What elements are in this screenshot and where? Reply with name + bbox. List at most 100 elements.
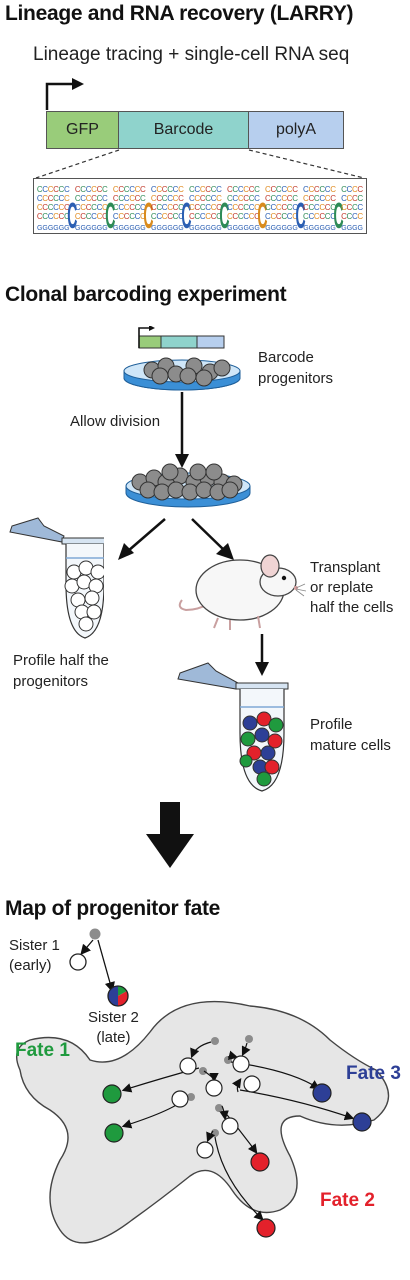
cell [78,616,94,632]
logo-variable-base: G [249,225,254,232]
logo-variable-base: C [102,212,108,221]
logo-variable-base: C [129,194,135,203]
logo-variable-base: C [124,212,130,221]
logo-variable-base: C [80,194,86,203]
barcoded-dish [123,326,241,391]
logo-variable-base: C [53,203,59,212]
logo-variable-base: C [75,212,81,221]
mini-polya-segment [196,335,225,349]
logo-variable-base: G [113,225,118,232]
logo-variable-base: G [265,225,270,232]
logo-variable-base: C [265,194,271,203]
barcode-progenitors-label: Barcode progenitors [258,349,334,387]
divided-cells-dish [125,463,251,508]
logo-variable-base: C [341,194,347,203]
fate3-cell [352,1112,372,1132]
mini-barcode-segment [160,335,198,349]
logo-variable-base: C [303,203,309,212]
cell [213,359,231,377]
logo-variable-base: C [341,185,347,194]
logo-variable-base: C [167,194,173,203]
cell [260,745,276,761]
logo-variable-base: C [347,212,353,221]
logo-variable-base: G [233,225,238,232]
logo-variable-base: G [91,225,96,232]
logo-variable-base: G [216,225,221,232]
logo-fixed-base: C [143,195,153,234]
logo-variable-base: C [64,212,70,221]
logo-variable-base: C [97,185,103,194]
cell [86,604,102,620]
logo-variable-base: C [37,212,43,221]
logo-variable-base: C [319,203,325,212]
logo-variable-base: G [86,225,91,232]
logo-variable-base: C [162,185,168,194]
logo-variable-base: C [118,203,124,212]
logo-variable-base: C [238,203,244,212]
logo-variable-base: C [113,212,119,221]
cell [189,463,207,481]
fate2-cell [250,1152,270,1172]
logo-variable-base: C [156,203,162,212]
logo-variable-base: C [238,185,244,194]
logo-variable-base: C [42,212,48,221]
logo-fixed-base: C [219,195,229,234]
logo-fixed-base: C [257,195,267,234]
logo-variable-base: C [270,212,276,221]
logo-variable-base: C [42,203,48,212]
logo-variable-base: C [59,194,65,203]
logo-variable-base: C [151,185,157,194]
logo-variable-base: C [102,194,108,203]
logo-variable-base: G [189,225,194,232]
logo-variable-base: G [135,225,140,232]
logo-variable-base: C [287,212,293,221]
allow-division-label: Allow division [70,413,161,430]
logo-variable-base: C [205,185,211,194]
logo-variable-base: C [232,194,238,203]
sister1-cell [69,953,87,971]
logo-variable-base: G [200,225,205,232]
logo-variable-base: C [42,185,48,194]
cell [195,481,213,499]
cell [151,367,169,385]
logo-variable-base: G [325,225,330,232]
logo-variable-base: C [249,212,255,221]
logo-variable-base: C [167,212,173,221]
logo-variable-base: C [205,194,211,203]
logo-variable-base: C [303,212,309,221]
logo-variable-base: C [135,203,141,212]
logo-variable-base: C [205,212,211,221]
logo-variable-base: G [281,225,286,232]
logo-variable-base: G [64,225,69,232]
logo-variable-base: C [189,194,195,203]
cell [90,564,104,580]
logo-variable-base: C [265,212,271,221]
logo-variable-base: G [276,225,281,232]
logo-variable-base: C [48,194,54,203]
logo-variable-base: C [216,185,222,194]
logo-variable-base: C [178,194,184,203]
logo-variable-base: C [347,185,353,194]
logo-variable-base: C [238,194,244,203]
cell [181,483,199,501]
logo-variable-base: C [37,203,43,212]
lineage-title: Lineage and RNA recovery (LARRY) [5,2,354,25]
logo-variable-base: C [129,203,135,212]
logo-variable-base: C [118,185,124,194]
logo-variable-base: C [135,194,141,203]
profile-mature-label: Profile mature cells [310,716,391,754]
logo-variable-base: C [292,194,298,203]
logo-variable-base: C [178,203,184,212]
logo-variable-base: C [42,194,48,203]
logo-variable-base: C [135,212,141,221]
logo-variable-base: C [97,194,103,203]
sister2-multicolor-cell [107,985,129,1007]
logo-variable-base: C [211,203,217,212]
logo-variable-base: C [37,194,43,203]
logo-variable-base: C [254,194,260,203]
logo-variable-base: G [118,225,123,232]
logo-variable-base: C [80,203,86,212]
logo-variable-base: C [200,194,206,203]
logo-variable-base: C [227,212,233,221]
logo-variable-base: G [227,225,232,232]
